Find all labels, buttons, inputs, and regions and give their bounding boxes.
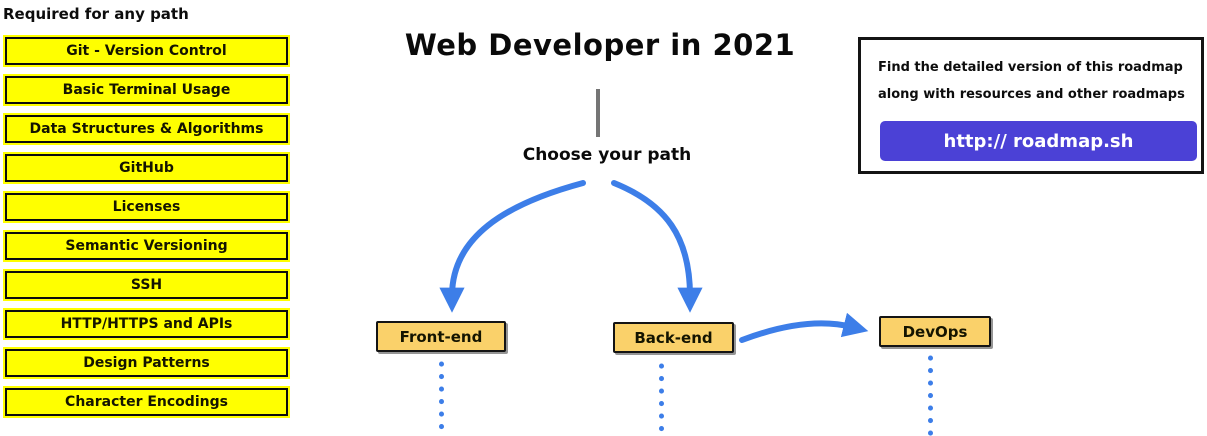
info-box-line1: Find the detailed version of this roadma… [878,60,1183,75]
node-backend[interactable]: Back-end [613,322,734,353]
topic-git-version-control[interactable]: Git - Version Control [3,35,290,67]
topic-design-patterns[interactable]: Design Patterns [3,347,290,379]
topic-ssh[interactable]: SSH [3,269,290,301]
arrow-to-backend [611,180,703,313]
choose-path-label: Choose your path [522,145,692,165]
topic-http-https-apis[interactable]: HTTP/HTTPS and APIs [3,308,290,340]
info-box: Find the detailed version of this roadma… [858,37,1204,174]
topic-licenses[interactable]: Licenses [3,191,290,223]
info-box-text: Find the detailed version of this roadma… [878,54,1190,109]
topic-data-structures-algorithms[interactable]: Data Structures & Algorithms [3,113,290,145]
arrow-backend-to-devops [739,312,869,343]
topic-character-encodings[interactable]: Character Encodings [3,386,290,418]
page-title: Web Developer in 2021 [404,28,796,62]
node-frontend[interactable]: Front-end [376,321,506,352]
sidebar-heading: Required for any path [3,5,189,23]
node-devops[interactable]: DevOps [879,316,991,347]
topic-semantic-versioning[interactable]: Semantic Versioning [3,230,290,262]
info-box-line2: along with resources and other roadmaps [878,87,1185,103]
title-connector-line [596,89,600,137]
arrow-to-frontend [439,180,586,313]
sidebar-required-topics: Git - Version Control Basic Terminal Usa… [3,35,290,418]
roadmap-url-button[interactable]: http:// roadmap.sh [880,121,1197,161]
topic-github[interactable]: GitHub [3,152,290,184]
topic-basic-terminal-usage[interactable]: Basic Terminal Usage [3,74,290,106]
